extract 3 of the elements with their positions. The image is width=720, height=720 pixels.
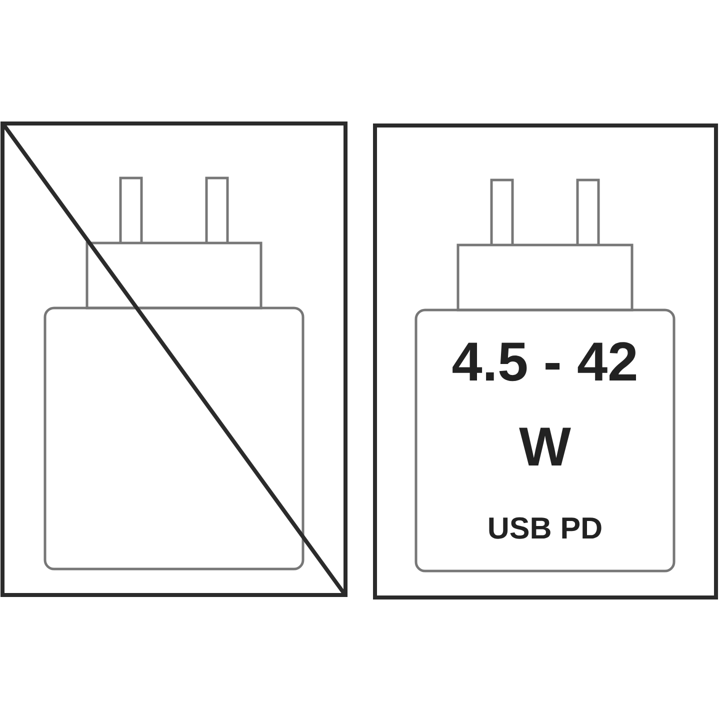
charger-body — [44, 306, 304, 570]
charger-body: 4.5 - 42 W USB PD — [414, 308, 676, 572]
panel-frame — [373, 124, 718, 600]
